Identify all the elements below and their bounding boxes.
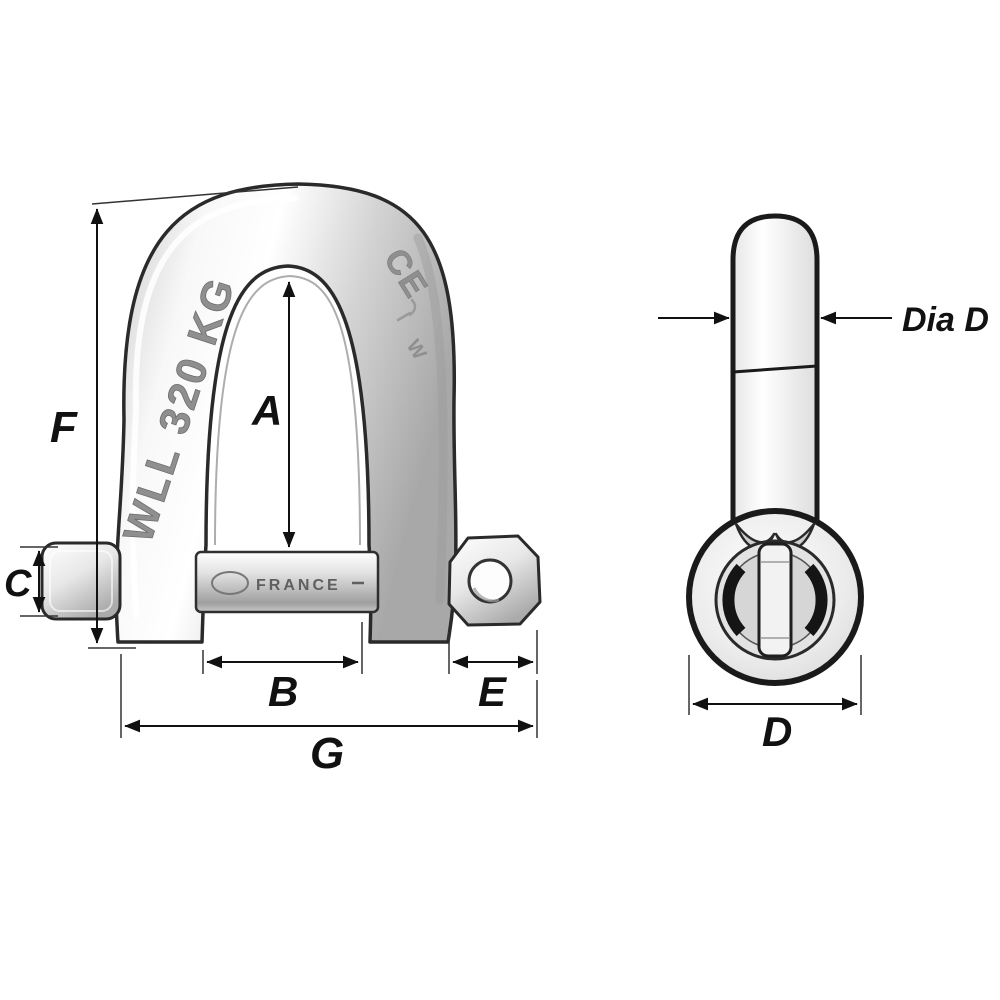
dim-label-c: C (4, 563, 32, 605)
crescent-left (722, 563, 746, 637)
bow-highlight (129, 195, 299, 618)
pin-head-hole (467, 558, 513, 604)
dimension-labels: F A C B E G Dia D D (4, 301, 989, 778)
dim-label-f: F (50, 403, 78, 452)
dimension-annotations (20, 186, 892, 738)
bow-inner-contour (214, 274, 361, 546)
stamp-squiggle (408, 298, 417, 317)
front-view: WLL 320 KG CE W FRANCE (40, 182, 542, 644)
stamp-dash (396, 311, 412, 322)
pin-slot (757, 542, 793, 658)
side-bar (730, 213, 820, 538)
dim-label-dia-d: Dia D (902, 301, 989, 339)
dim-label-d: D (762, 708, 792, 755)
pin-shaft (194, 550, 380, 614)
ext-line-f-top (91, 186, 299, 205)
pin-brand-text: FRANCE (256, 577, 341, 594)
pin-head-left-highlight (49, 550, 113, 612)
brand-logo-oval (211, 571, 249, 595)
pin-head-hole-shadow (472, 587, 500, 603)
side-bar-joint-line (732, 364, 818, 374)
dim-label-a: A (251, 387, 282, 434)
dim-label-g: G (310, 729, 344, 778)
dim-label-b: B (268, 668, 298, 715)
crescent-right (804, 563, 828, 637)
side-view (686, 213, 864, 686)
bow-shade-right (413, 233, 448, 605)
dim-label-e: E (478, 668, 508, 715)
